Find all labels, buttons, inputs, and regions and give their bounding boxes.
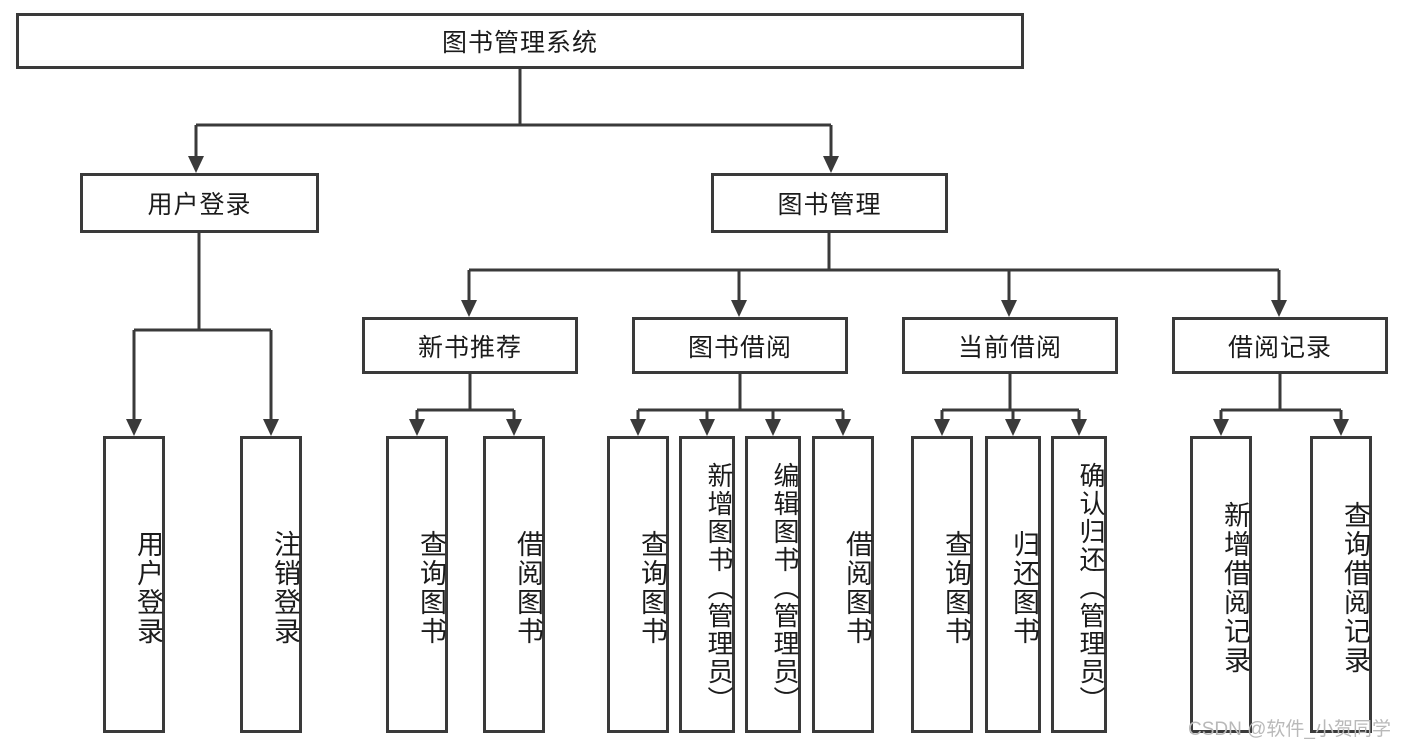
book-arrow-0-head (461, 300, 477, 317)
node-label: 当前借阅 (957, 333, 1062, 362)
leaf-node-10[interactable]: 确认归还（管理员） (1051, 436, 1107, 733)
login-leaf-arrow-1-head (263, 419, 279, 436)
node-label: 图书管理系统 (441, 29, 598, 57)
node-label: 查询图书 (941, 529, 971, 646)
root-arrow-0-head (188, 156, 204, 173)
leaf-node-6[interactable]: 编辑图书（管理员） (745, 436, 801, 733)
node-label: 查询图书 (416, 529, 446, 646)
leaf-node-1[interactable]: 注销登录 (240, 436, 302, 733)
leaf-node-4[interactable]: 查询图书 (607, 436, 669, 733)
leaf-node-3[interactable]: 借阅图书 (483, 436, 545, 733)
node-label: 确认归还（管理员） (1076, 461, 1106, 714)
book-arrow-1-head (731, 300, 747, 317)
node-label: 用户登录 (133, 529, 163, 646)
book-arrow-2-head (1001, 300, 1017, 317)
level3-node-3[interactable]: 借阅记录 (1172, 317, 1388, 374)
login-leaf-arrow-0-head (126, 419, 142, 436)
node-label: 注销登录 (270, 529, 300, 646)
group-2-arrow-1-head (1005, 419, 1021, 436)
node-label: 借阅图书 (513, 529, 543, 646)
group-1-arrow-3-head (835, 419, 851, 436)
book-arrow-3-head (1271, 300, 1287, 317)
leaf-node-2[interactable]: 查询图书 (386, 436, 448, 733)
node-label: 用户登录 (147, 191, 252, 219)
node-label: 新增图书（管理员） (704, 461, 734, 714)
level2-node-1[interactable]: 图书管理 (711, 173, 948, 233)
leaf-node-0[interactable]: 用户登录 (103, 436, 165, 733)
level3-node-0[interactable]: 新书推荐 (362, 317, 578, 374)
watermark-text: CSDN @软件_小贺同学 (1188, 719, 1391, 740)
node-label: 借阅图书 (842, 529, 872, 646)
level3-node-1[interactable]: 图书借阅 (632, 317, 848, 374)
group-2-arrow-2-head (1071, 419, 1087, 436)
level2-node-0[interactable]: 用户登录 (80, 173, 319, 233)
node-label: 查询图书 (637, 529, 667, 646)
root-node-book-management-system[interactable]: 图书管理系统 (16, 13, 1024, 69)
group-1-arrow-1-head (699, 419, 715, 436)
group-2-arrow-0-head (934, 419, 950, 436)
group-3-arrow-0-head (1213, 419, 1229, 436)
level3-node-2[interactable]: 当前借阅 (902, 317, 1118, 374)
leaf-node-11[interactable]: 新增借阅记录 (1190, 436, 1252, 733)
node-label: 查询借阅记录 (1340, 500, 1370, 675)
node-label: 图书借阅 (687, 333, 792, 362)
group-1-arrow-0-head (630, 419, 646, 436)
group-0-arrow-0-head (409, 419, 425, 436)
node-label: 新增借阅记录 (1220, 500, 1250, 675)
node-label: 新书推荐 (417, 333, 522, 362)
leaf-node-12[interactable]: 查询借阅记录 (1310, 436, 1372, 733)
group-1-arrow-2-head (765, 419, 781, 436)
leaf-node-7[interactable]: 借阅图书 (812, 436, 874, 733)
node-label: 图书管理 (777, 191, 882, 219)
group-0-arrow-1-head (506, 419, 522, 436)
leaf-node-8[interactable]: 查询图书 (911, 436, 973, 733)
leaf-node-9[interactable]: 归还图书 (985, 436, 1041, 733)
node-label: 归还图书 (1009, 529, 1039, 646)
node-label: 编辑图书（管理员） (770, 461, 800, 714)
group-3-arrow-1-head (1333, 419, 1349, 436)
root-arrow-1-head (823, 156, 839, 173)
node-label: 借阅记录 (1227, 333, 1332, 362)
leaf-node-5[interactable]: 新增图书（管理员） (679, 436, 735, 733)
